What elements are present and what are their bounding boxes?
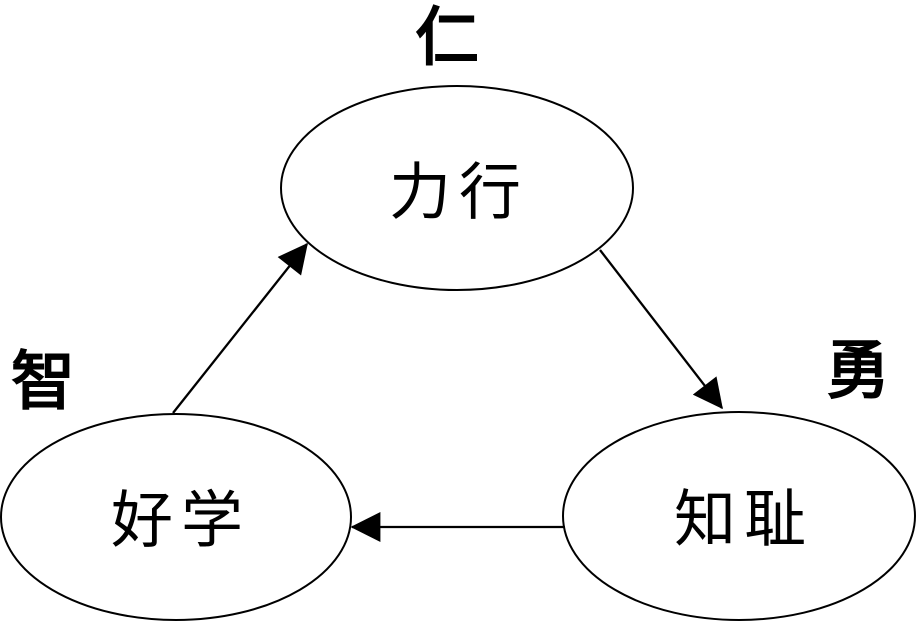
outer-label-zhi: 智 [11, 345, 75, 420]
arrow-haoxue-to-lixing [172, 242, 308, 414]
node-label-haoxue: 好学 [111, 484, 251, 557]
outer-label-ren: 仁 [415, 1, 479, 76]
node-ellipse-zhichi [562, 411, 916, 621]
node-ellipse-lixing [280, 85, 634, 291]
outer-label-yong: 勇 [826, 334, 890, 409]
node-label-zhichi: 知耻 [674, 483, 814, 556]
arrow-lixing-to-zhichi [599, 249, 723, 410]
node-label-lixing: 力行 [389, 156, 529, 229]
